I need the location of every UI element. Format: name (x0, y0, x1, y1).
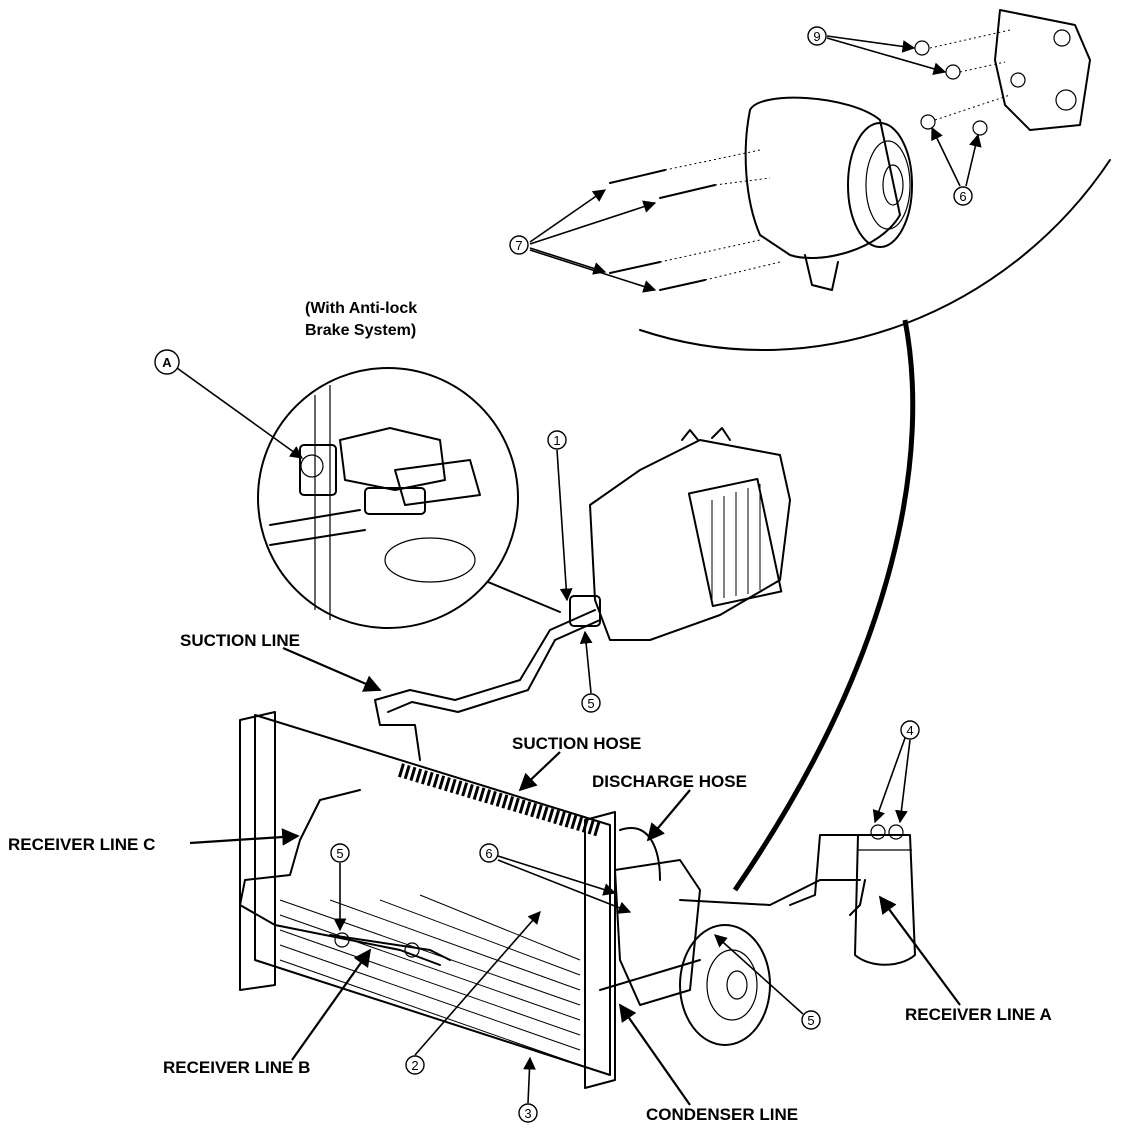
label-suction-hose: SUCTION HOSE (512, 734, 641, 753)
abs-note-line1: (With Anti-lock (305, 300, 417, 317)
compressor-bracket (994, 9, 1091, 131)
arrow-7c (529, 247, 607, 275)
suction-line-path (374, 609, 596, 761)
condenser-unit (239, 711, 616, 1089)
arrow-6-detail-b (965, 133, 982, 187)
arrow-discharge-hose (646, 789, 691, 842)
leader-arrows (176, 35, 982, 1106)
condenser-side-tank-right (584, 811, 616, 1089)
compressor-detail (609, 9, 1111, 892)
svg-text:9: 9 (813, 29, 820, 44)
callout-5-condenser: 5 (330, 843, 350, 863)
arrow-7d (529, 249, 657, 293)
arrow-5-comp (714, 934, 804, 1015)
callout-4: 4 (900, 720, 920, 740)
callout-3: 3 (518, 1103, 538, 1123)
receiver-dryer (789, 824, 916, 966)
condenser-fins (279, 894, 581, 1066)
callout-7: 7 (509, 235, 529, 255)
callout-1: 1 (547, 430, 567, 450)
evaporator-housing (589, 439, 791, 641)
label-condenser-line: CONDENSER LINE (646, 1105, 798, 1124)
detail-boundary-curve (639, 159, 1111, 351)
arrow-receiver-line-a (878, 895, 961, 1006)
callout-2: 2 (405, 1055, 425, 1075)
callout-6-lines: 6 (479, 843, 499, 863)
arrow-suction-line (282, 646, 382, 692)
callout-a: A (154, 349, 180, 375)
condenser-side-tank-left (239, 711, 276, 991)
compressor-connector (804, 254, 839, 291)
svg-text:5: 5 (336, 846, 343, 861)
label-discharge-hose: DISCHARGE HOSE (592, 772, 747, 791)
svg-text:1: 1 (553, 433, 560, 448)
label-suction-line: SUCTION LINE (180, 631, 300, 650)
abs-note-line2: Brake System) (305, 322, 416, 339)
svg-text:3: 3 (524, 1106, 531, 1121)
compressor-body (744, 96, 901, 259)
abs-inset-circle (257, 367, 519, 629)
arrow-receiver-line-b (291, 948, 372, 1061)
receiver-dryer-body (854, 834, 916, 966)
inset-leader (487, 581, 561, 613)
arrow-4b (895, 739, 911, 824)
arrow-4a (872, 737, 906, 824)
callout-5-compressor: 5 (801, 1010, 821, 1030)
label-receiver-line-b: RECEIVER LINE B (163, 1058, 310, 1077)
svg-text:5: 5 (807, 1013, 814, 1028)
arrow-1 (556, 449, 573, 602)
arrow-3 (523, 1056, 536, 1104)
condenser-core (254, 714, 611, 1076)
arrow-2 (414, 911, 541, 1056)
arrow-7b (529, 200, 657, 245)
receiver-line-c-tube (239, 789, 441, 966)
svg-text:6: 6 (485, 846, 492, 861)
arrow-6-lines-b (497, 859, 632, 914)
arrow-condenser-line (618, 1003, 691, 1106)
evaporator-grille (687, 477, 783, 608)
svg-text:4: 4 (906, 723, 913, 738)
svg-text:6: 6 (959, 189, 966, 204)
arrow-suction-hose (518, 751, 561, 792)
bolt-a-head (300, 454, 324, 478)
label-receiver-line-a: RECEIVER LINE A (905, 1005, 1052, 1024)
arrow-6-detail-a (931, 126, 961, 187)
svg-text:5: 5 (587, 696, 594, 711)
callout-9: 9 (807, 26, 827, 46)
suction-line-piping (374, 595, 601, 761)
detail-leader-line (732, 319, 916, 892)
label-receiver-line-c: RECEIVER LINE C (8, 835, 155, 854)
compressor-clutch (847, 122, 913, 248)
callout-5-evaporator: 5 (581, 693, 601, 713)
svg-text:A: A (162, 355, 172, 370)
arrow-7a (529, 189, 607, 243)
arrow-receiver-line-c (189, 828, 300, 846)
evaporator-unit (589, 427, 791, 641)
arrow-6-lines-a (497, 855, 617, 896)
abs-inset (257, 367, 561, 629)
svg-text:7: 7 (515, 238, 522, 253)
suction-hose-graphic (397, 763, 603, 837)
arrow-5-evap (579, 630, 593, 694)
arrow-a (176, 367, 304, 459)
svg-text:2: 2 (411, 1058, 418, 1073)
callout-6-detail: 6 (953, 186, 973, 206)
compressor-installed (599, 827, 861, 1046)
arrow-9a (826, 35, 916, 53)
discharge-hose-graphic (619, 827, 661, 881)
arrow-9b (826, 37, 947, 75)
